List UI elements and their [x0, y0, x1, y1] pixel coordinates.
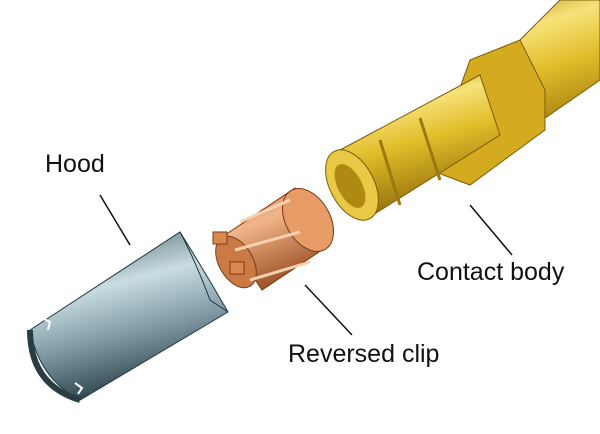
- contact-body: [325, 0, 600, 221]
- hood-label: Hood: [45, 150, 105, 178]
- reversed-clip-label: Reversed clip: [288, 340, 440, 368]
- hood-leader-line: [99, 194, 131, 246]
- hood: [27, 231, 229, 403]
- reversed-clip: [212, 187, 335, 291]
- contact-body-label: Contact body: [417, 258, 565, 286]
- reversed-clip-leader-line: [304, 284, 353, 336]
- contact-body-leader-line: [469, 204, 513, 256]
